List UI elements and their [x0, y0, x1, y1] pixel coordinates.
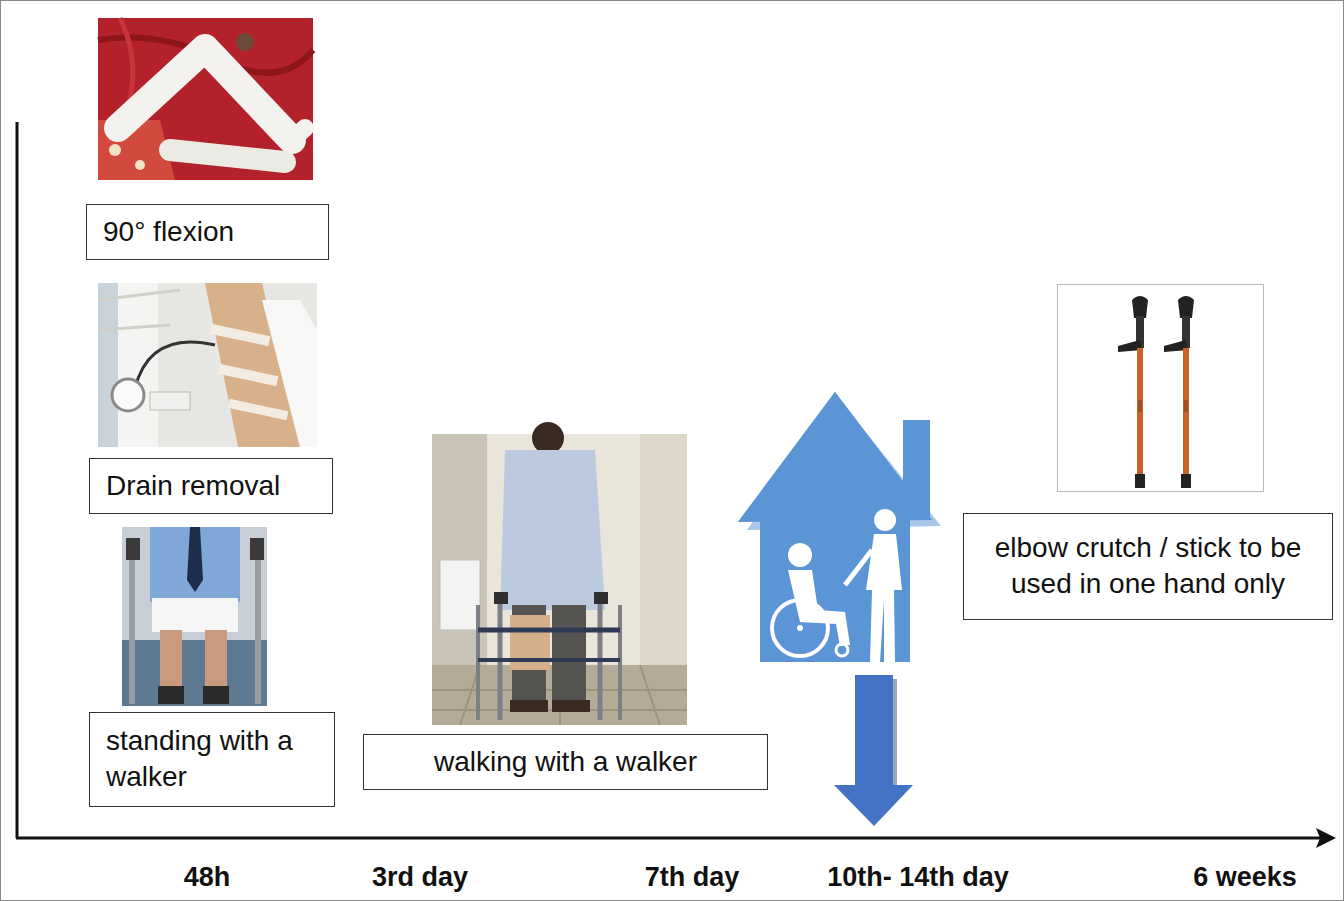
step-box: elbow crutch / stick to be used in one h… [963, 513, 1333, 620]
step-text: 90° flexion [103, 214, 234, 250]
step-text: walking with a walker [434, 744, 697, 780]
step-box: Drain removal [89, 458, 333, 514]
standing-photo [122, 527, 267, 706]
down-arrow [834, 675, 913, 826]
step-text: standing with a walker [106, 723, 318, 796]
drain-photo [98, 283, 317, 447]
time-axis [16, 837, 1322, 840]
step-text: Drain removal [106, 468, 280, 504]
vertical-axis [16, 122, 19, 838]
step-box: 90° flexion [86, 204, 329, 260]
time-label: 7th day [645, 862, 740, 893]
time-label: 48h [184, 862, 231, 893]
flexion-photo [98, 18, 313, 180]
axis-arrowhead [1316, 828, 1336, 848]
step-box: standing with a walker [89, 712, 335, 807]
crutches-picture [1058, 285, 1264, 492]
walking-photo [432, 422, 687, 725]
step-text: elbow crutch / stick to be used in one h… [984, 530, 1312, 603]
home-discharge-icon [738, 392, 941, 662]
step-box: walking with a walker [363, 734, 768, 790]
time-label: 10th- 14th day [827, 862, 1009, 893]
time-label: 6 weeks [1193, 862, 1297, 893]
time-label: 3rd day [372, 862, 468, 893]
